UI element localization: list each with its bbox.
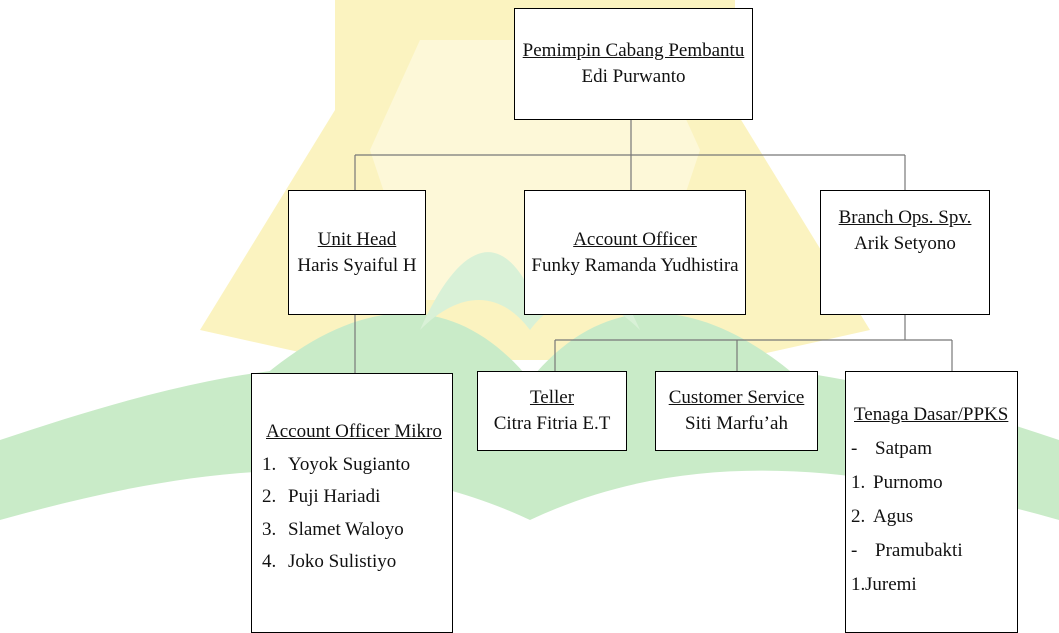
- unit-head-title: Unit Head: [317, 228, 397, 250]
- list-item: 3.Slamet Waloyo: [262, 518, 404, 540]
- customer-service-title: Customer Service: [668, 387, 805, 409]
- teller-title: Teller: [529, 387, 575, 409]
- unit-head-name: Haris Syaiful H: [297, 254, 417, 276]
- tenaga-dasar-box: Tenaga Dasar/PPKS -Satpam 1.Purnomo 2.Ag…: [845, 371, 1018, 633]
- ao-mikro-title: Account Officer Mikro: [266, 421, 442, 442]
- list-item: 1.Purnomo: [851, 472, 943, 493]
- account-officer-name: Funky Ramanda Yudhistira: [531, 254, 739, 276]
- connector-lines: [354, 120, 953, 373]
- teller-name: Citra Fitria E.T: [493, 413, 611, 434]
- unit-head-box: Unit Head Haris Syaiful H: [288, 190, 426, 315]
- pimpinan-name: Edi Purwanto: [581, 66, 686, 87]
- list-item: 4.Joko Sulistiyo: [262, 551, 397, 572]
- tenaga-dasar-list: -Satpam 1.Purnomo 2.Agus -Pramubakti 1.J…: [851, 432, 1017, 602]
- pimpinan-box: Pemimpin Cabang Pembantu Edi Purwanto: [514, 8, 753, 120]
- list-item: -Satpam: [851, 438, 932, 459]
- watermark-book-top: [200, 313, 860, 440]
- branch-ops-name: Arik Setyono: [854, 232, 956, 254]
- list-item: 1.Juremi: [851, 574, 917, 595]
- account-officer-title: Account Officer: [573, 228, 697, 250]
- teller-box: Teller Citra Fitria E.T: [477, 371, 627, 451]
- account-officer-box: Account Officer Funky Ramanda Yudhistira: [524, 190, 746, 315]
- customer-service-name: Siti Marfu’ah: [685, 413, 788, 434]
- list-item: -Pramubakti: [851, 540, 963, 561]
- tenaga-dasar-title: Tenaga Dasar/PPKS: [854, 404, 1009, 425]
- pimpinan-title: Pemimpin Cabang Pembantu: [522, 40, 745, 62]
- ao-mikro-list: 1.Yoyok Sugianto 2.Puji Hariadi 3.Slamet…: [262, 449, 452, 579]
- ao-mikro-box: Account Officer Mikro 1.Yoyok Sugianto 2…: [251, 373, 453, 633]
- branch-ops-box: Branch Ops. Spv. Arik Setyono: [820, 190, 990, 315]
- list-item: 2.Agus: [851, 506, 914, 527]
- customer-service-box: Customer Service Siti Marfu’ah: [655, 371, 818, 451]
- list-item: 2.Puji Hariadi: [262, 486, 381, 507]
- branch-ops-title: Branch Ops. Spv.: [838, 207, 972, 228]
- list-item: 1.Yoyok Sugianto: [262, 453, 411, 475]
